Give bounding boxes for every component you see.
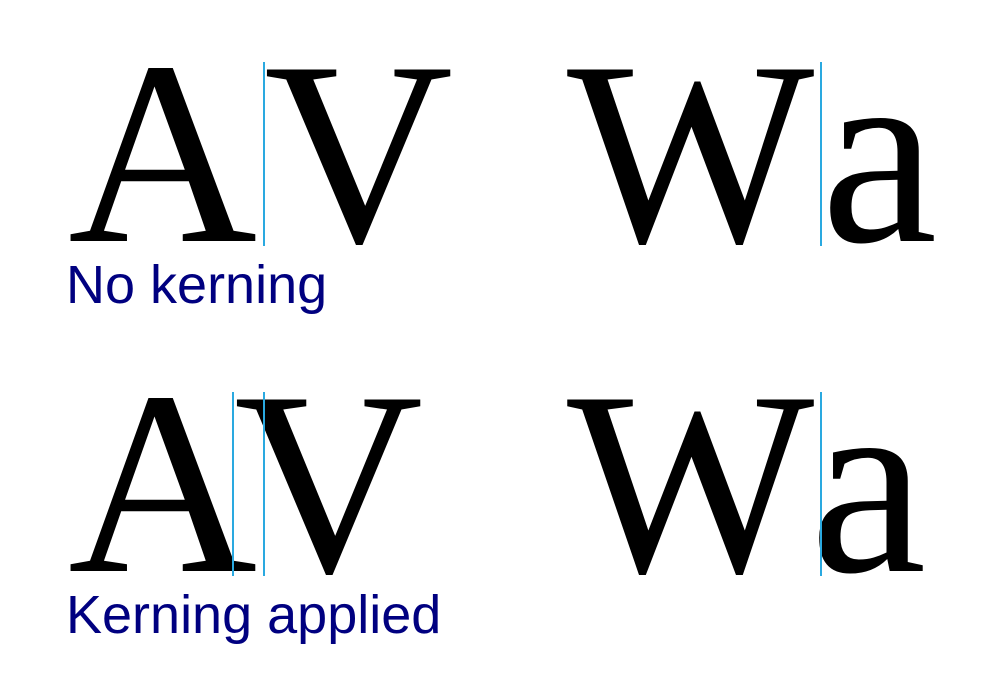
glyph-A-kerned: A — [68, 338, 258, 628]
guide-line-av-original-edge — [263, 392, 265, 576]
caption-kerning-applied: Kerning applied — [66, 585, 442, 645]
glyph-V-unkerned: V — [264, 8, 454, 298]
glyph-a-unkerned: a — [821, 8, 938, 298]
glyph-a-kerned: a — [810, 338, 927, 628]
glyph-W-unkerned: W — [567, 8, 815, 298]
guide-line-wa-boundary — [820, 62, 822, 246]
guide-line-av-kerned-edge — [232, 392, 234, 576]
glyph-A-unkerned: A — [68, 8, 258, 298]
guide-line-av-boundary — [263, 62, 265, 246]
caption-no-kerning: No kerning — [66, 255, 328, 315]
glyph-V-kerned: V — [234, 338, 424, 628]
guide-line-wa-original-edge — [820, 392, 822, 576]
glyph-W-kerned: W — [567, 338, 815, 628]
